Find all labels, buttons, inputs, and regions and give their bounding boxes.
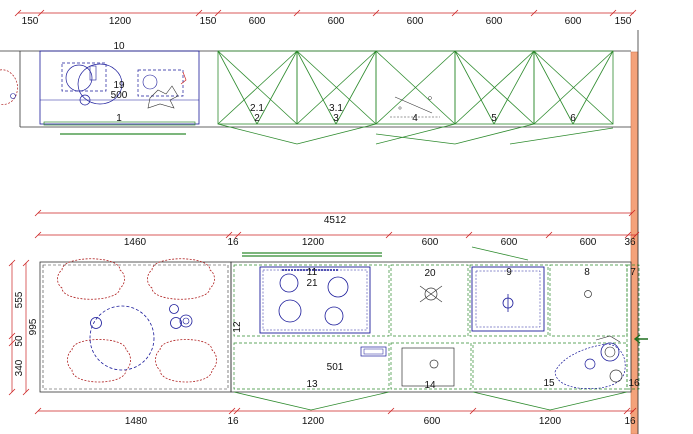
top-dim-8: 150: [615, 16, 632, 27]
unit-label-2: 2: [254, 113, 260, 124]
module-label-15: 15: [543, 378, 555, 389]
base-units-plan: 11 21 20 9 8 7 12 501 13 14 15: [230, 246, 648, 411]
top-dim-6: 600: [486, 16, 503, 27]
bottom-dim-3: 600: [424, 416, 441, 427]
hob-label-11: 11: [307, 267, 318, 278]
dining-area: [39, 258, 232, 393]
module-label-8: 8: [584, 267, 590, 278]
wall-units-plan: 10 19 500 1: [0, 41, 631, 145]
unit-label-3-1: 3.1: [329, 103, 343, 114]
bottom-dim-2: 1200: [302, 416, 325, 427]
top-dim-7: 600: [565, 16, 582, 27]
module-label-9: 9: [506, 267, 512, 278]
module-label-14: 14: [424, 380, 436, 391]
left-dimension-chain: 555 995 50 340: [8, 259, 39, 396]
upper-dim-6: 36: [624, 237, 636, 248]
unit-label-2-1: 2.1: [250, 103, 264, 114]
unit-label-5: 5: [491, 113, 497, 124]
unit-label-3: 3: [333, 113, 339, 124]
bottom-dim-1: 16: [227, 416, 239, 427]
corner-label-500: 500: [111, 90, 128, 101]
unit-label-6: 6: [570, 113, 576, 124]
left-dim-555: 555: [14, 291, 25, 308]
upper-dim-3: 600: [422, 237, 439, 248]
upper-dim-5: 600: [580, 237, 597, 248]
overall-dim-value: 4512: [324, 215, 347, 226]
left-dim-50: 50: [14, 335, 25, 347]
unit-label-1: 1: [116, 113, 122, 124]
upper-dim-4: 600: [501, 237, 518, 248]
unit-label-4: 4: [412, 113, 418, 124]
overall-dimension-line: 4512: [34, 209, 636, 226]
arrow-icon: [633, 334, 648, 344]
hob-label-21: 21: [306, 278, 318, 289]
top-dim-5: 600: [407, 16, 424, 27]
round-table: [89, 305, 155, 371]
upper-dim-1: 16: [227, 237, 239, 248]
sink: [471, 266, 545, 332]
top-dim-3: 600: [249, 16, 266, 27]
top-dim-1: 1200: [109, 16, 132, 27]
left-dim-995: 995: [28, 318, 39, 335]
module-label-12: 12: [232, 321, 243, 333]
bottom-dim-5: 16: [624, 416, 636, 427]
left-dim-340: 340: [14, 359, 25, 376]
corner-cabinet: [39, 50, 200, 125]
bottom-dim-0: 1480: [125, 416, 148, 427]
module-label-20: 20: [424, 268, 436, 279]
bottom-dim-4: 1200: [539, 416, 562, 427]
top-dim-4: 600: [328, 16, 345, 27]
module-label-13: 13: [306, 379, 318, 390]
top-dimension-chain: 150 1200 150 600 600 600 600 600 150: [14, 9, 637, 27]
chair-group: [57, 258, 217, 383]
top-dim-2: 150: [200, 16, 217, 27]
module-label-16: 16: [628, 378, 640, 389]
module-label-7: 7: [630, 267, 636, 278]
bottom-dimension-chain: 1480 16 1200 600 1200 16: [34, 407, 637, 427]
hob: [259, 266, 371, 334]
cabinet-label-10: 10: [113, 41, 125, 52]
upper-floor-dimension-chain: 1460 16 1200 600 600 600 36: [34, 231, 640, 248]
upper-dim-0: 1460: [124, 237, 147, 248]
upper-dim-2: 1200: [302, 237, 325, 248]
top-dim-0: 150: [22, 16, 39, 27]
corner-label-19: 19: [113, 80, 125, 91]
module-label-501: 501: [327, 362, 344, 373]
